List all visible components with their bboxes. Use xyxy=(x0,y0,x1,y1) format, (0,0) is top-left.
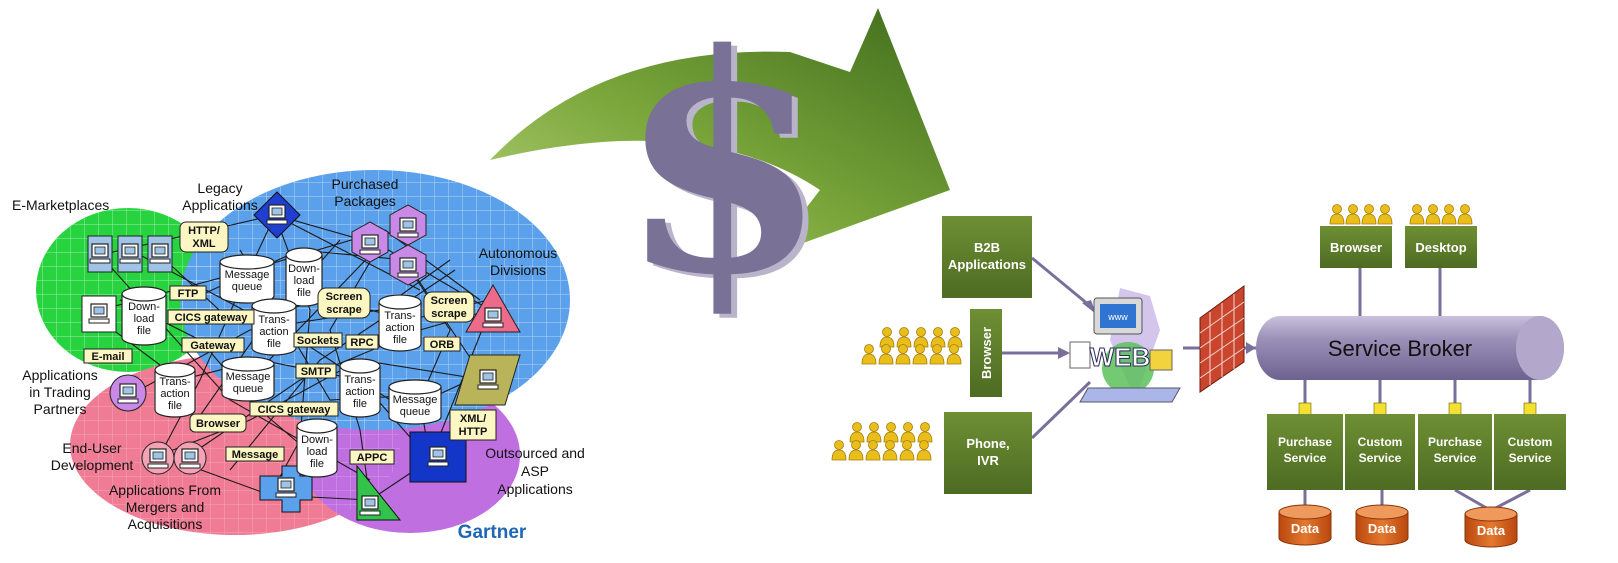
data-cylinder: Data xyxy=(1355,504,1409,546)
cylinder-download-file xyxy=(296,418,338,478)
legacy-mainframe-icon xyxy=(253,191,301,239)
browser-channel-box: Browser xyxy=(970,309,1002,397)
phone-ivr-box: Phone,IVR xyxy=(944,412,1032,494)
tag-gateway: Gateway xyxy=(190,340,236,352)
cylinder-transaction-file xyxy=(154,362,196,418)
cylinder-message-queue xyxy=(221,356,275,402)
svg-text:Browser: Browser xyxy=(1330,240,1382,255)
tag-xml-http: XML/HTTP xyxy=(459,413,488,438)
tag-rpc: RPC xyxy=(350,337,373,349)
e-marketplace-computers xyxy=(81,235,173,333)
www-label: www xyxy=(1107,312,1128,322)
web-label: WEB xyxy=(1090,342,1151,372)
dollar-sign-icon: $ xyxy=(625,0,834,345)
service-broker-bus: Service Broker xyxy=(1256,316,1564,380)
data-cylinder: Data xyxy=(1464,506,1518,548)
tag-message: Message xyxy=(232,449,278,461)
asp-triangle-icon xyxy=(356,464,402,521)
tag-ftp: FTP xyxy=(178,288,199,300)
svg-text:Data: Data xyxy=(1291,521,1320,536)
cylinder-transaction-file xyxy=(339,358,381,418)
outsourced-terminal-icon xyxy=(454,354,521,406)
browser-top-users-icon xyxy=(1329,204,1393,225)
tag-appc: APPC xyxy=(357,452,388,464)
desktop-users-icon xyxy=(1409,204,1473,225)
purchased-packages-icons xyxy=(351,204,427,286)
svg-text:Phone,IVR: Phone,IVR xyxy=(966,436,1009,468)
dollar-sign: $ xyxy=(619,0,828,341)
gartner-logo: Gartner xyxy=(458,522,527,543)
firewall-icon xyxy=(1199,285,1245,393)
browser-client-box: Browser xyxy=(1320,226,1392,268)
web-computer-icon: www WEB xyxy=(1069,288,1181,403)
cylinder-transaction-file xyxy=(251,298,297,356)
protocol-tags: HTTP/XML FTP CICS gateway Gateway E-mail… xyxy=(83,221,497,465)
e-marketplaces-label: E-Marketplaces xyxy=(12,197,109,213)
tag-cics-gateway-2: CICS gateway xyxy=(258,404,332,416)
transformation-arrow xyxy=(490,8,950,255)
tag-http-xml: HTTP/XML xyxy=(188,225,220,250)
phone-users-icon xyxy=(831,422,933,461)
tag-browser: Browser xyxy=(196,418,241,430)
cylinder-transaction-file xyxy=(378,294,422,352)
data-stores xyxy=(121,247,442,478)
end-user-computers xyxy=(109,374,207,475)
browser-users-icon xyxy=(861,327,963,365)
svg-text:Desktop: Desktop xyxy=(1415,240,1466,255)
svg-text:Data: Data xyxy=(1477,523,1506,538)
cylinder-message-queue xyxy=(388,379,442,425)
cylinder-message-queue xyxy=(219,254,275,304)
tag-sockets: Sockets xyxy=(297,335,339,347)
tag-smtp: SMTP xyxy=(301,366,332,378)
autonomous-divisions-icon xyxy=(465,283,521,333)
svg-text:Browser: Browser xyxy=(979,327,994,379)
tag-cics-gateway: CICS gateway xyxy=(175,312,249,324)
tag-orb: ORB xyxy=(430,339,455,351)
cylinder-download-file xyxy=(121,286,167,346)
data-cylinder: Data xyxy=(1278,504,1332,546)
svg-text:Data: Data xyxy=(1368,521,1397,536)
mergers-server-icon xyxy=(259,465,313,513)
tag-email: E-mail xyxy=(91,351,124,363)
desktop-client-box: Desktop xyxy=(1405,226,1477,268)
service-ports xyxy=(1298,402,1537,416)
service-broker-label: Service Broker xyxy=(1328,336,1472,361)
